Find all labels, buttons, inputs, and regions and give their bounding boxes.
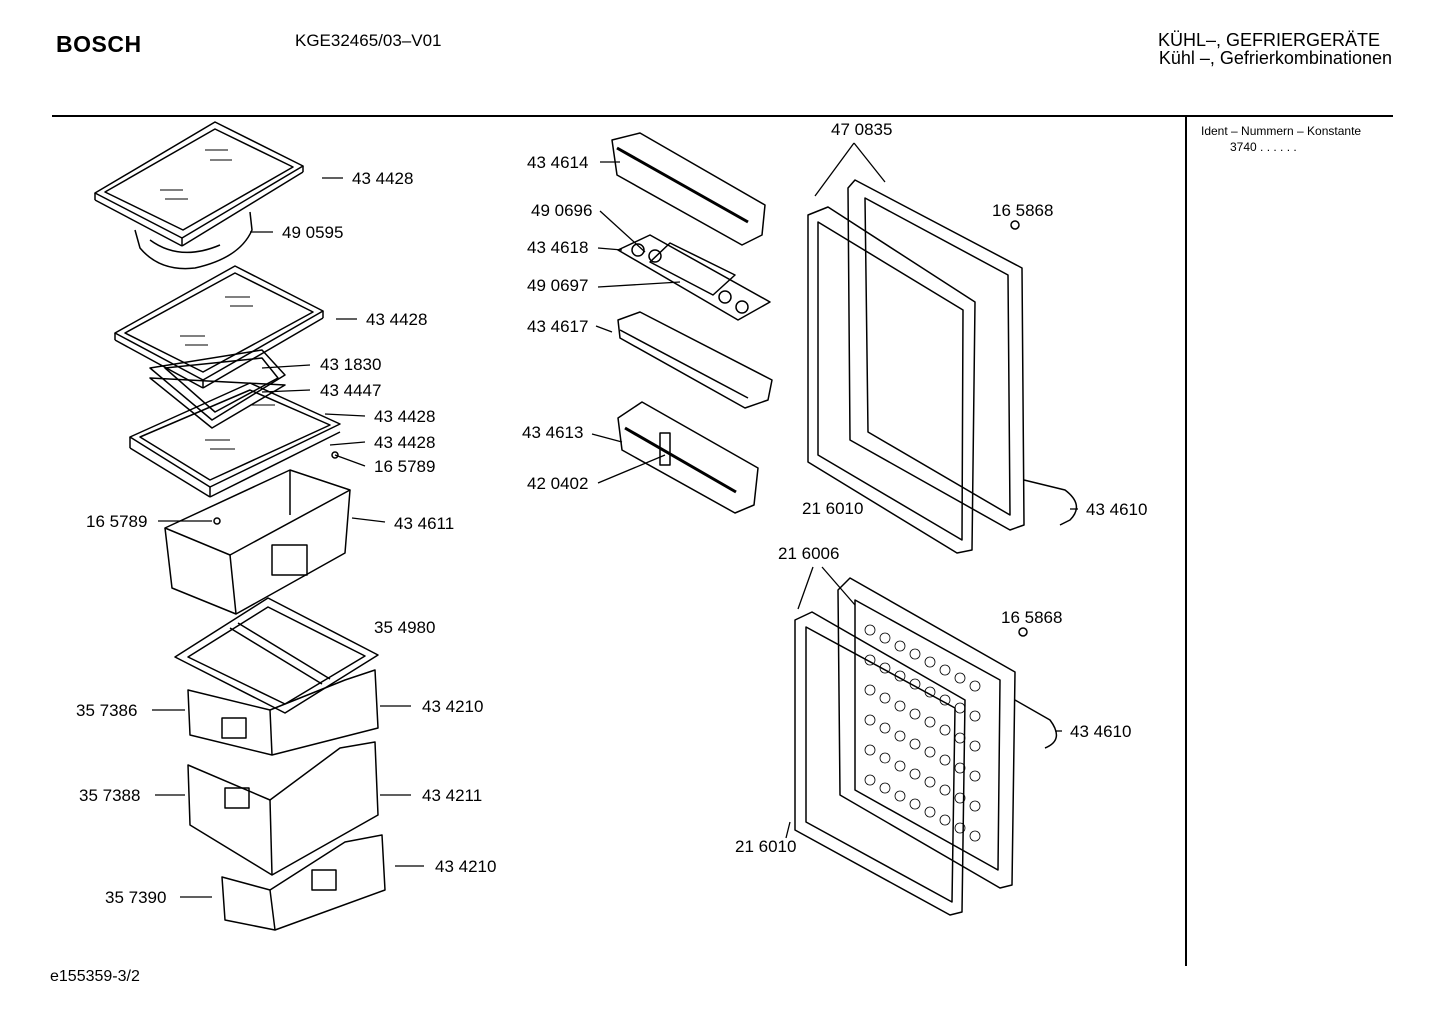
- fridge-door-gasket-drawing: [807, 206, 976, 554]
- part-label: 21 6010: [802, 499, 863, 518]
- part-label: 16 5868: [1001, 608, 1062, 627]
- part-label: 16 5789: [86, 512, 147, 531]
- part-label: 43 1830: [320, 355, 381, 374]
- crisper-drawer-drawing: [164, 451, 351, 615]
- part-label: 43 4447: [320, 381, 381, 400]
- part-label: 43 4428: [366, 310, 427, 329]
- bottle-holder-drawing: [134, 211, 253, 270]
- door-stop-lower-drawing: [1018, 627, 1028, 637]
- freezer-door-pattern: [864, 624, 981, 842]
- part-label: 43 4428: [374, 407, 435, 426]
- part-label: 43 4617: [527, 317, 588, 336]
- part-label: 49 0696: [531, 201, 592, 220]
- glass-shelf-middle-drawing: [114, 265, 324, 389]
- freezer-door-gasket-drawing: [794, 611, 966, 916]
- part-label: 49 0595: [282, 223, 343, 242]
- door-rack-butter-drawing: [617, 311, 773, 409]
- part-label: 43 4613: [522, 423, 583, 442]
- drawer-upper-drawing: [187, 669, 379, 756]
- part-label: 16 5789: [374, 457, 435, 476]
- drawer-lid-drawing: [174, 597, 379, 714]
- drawing-code: e155359-3/2: [50, 968, 140, 985]
- category-title: KÜHL–, GEFRIERGERÄTE: [1157, 30, 1380, 50]
- part-label: 43 4210: [435, 857, 496, 876]
- fridge-door-drawing: [847, 179, 1078, 531]
- ident-value: 3740 . . . . . .: [1230, 140, 1297, 154]
- part-label: 42 0402: [527, 474, 588, 493]
- egg-tray-drawing: [617, 234, 771, 321]
- part-label: 47 0835: [831, 120, 892, 139]
- part-drawings: [94, 121, 1078, 931]
- glass-shelf-top-drawing: [94, 121, 304, 247]
- part-label: 43 4610: [1086, 500, 1147, 519]
- door-rack-top-drawing: [611, 132, 766, 246]
- glass-shelf-lower-drawing: [129, 382, 341, 498]
- category-subtitle: Kühl –, Gefrierkombinationen: [1158, 48, 1392, 68]
- small-shelf-drawing: [149, 349, 286, 429]
- part-label: 35 7390: [105, 888, 166, 907]
- part-label: 35 7386: [76, 701, 137, 720]
- part-label: 43 4611: [394, 514, 454, 533]
- part-label: 21 6010: [735, 837, 796, 856]
- drawer-lower-drawing: [221, 834, 386, 931]
- ident-title: Ident – Nummern – Konstante: [1201, 124, 1362, 138]
- part-label: 49 0697: [527, 276, 588, 295]
- drawer-middle-drawing: [187, 741, 379, 876]
- part-label: 43 4614: [527, 153, 588, 172]
- part-label: 35 7388: [79, 786, 140, 805]
- leader-lines: [152, 142, 1078, 898]
- part-label: 35 4980: [374, 618, 435, 637]
- part-label: 43 4210: [422, 697, 483, 716]
- part-label: 43 4428: [374, 433, 435, 452]
- door-rack-bottle-drawing: [617, 401, 759, 514]
- part-label: 43 4428: [352, 169, 413, 188]
- part-labels: 43 4428 49 0595 43 4428 43 1830 43 4447 …: [76, 120, 1147, 907]
- part-label: 43 4211: [422, 786, 482, 805]
- freezer-door-drawing: [837, 577, 1058, 889]
- part-label: 21 6006: [778, 544, 839, 563]
- door-stop-upper-drawing: [1010, 220, 1020, 230]
- part-label: 16 5868: [992, 201, 1053, 220]
- brand-logo: BOSCH: [56, 31, 142, 57]
- part-label: 43 4618: [527, 238, 588, 257]
- model-number: KGE32465/03–V01: [295, 31, 442, 50]
- part-label: 43 4610: [1070, 722, 1131, 741]
